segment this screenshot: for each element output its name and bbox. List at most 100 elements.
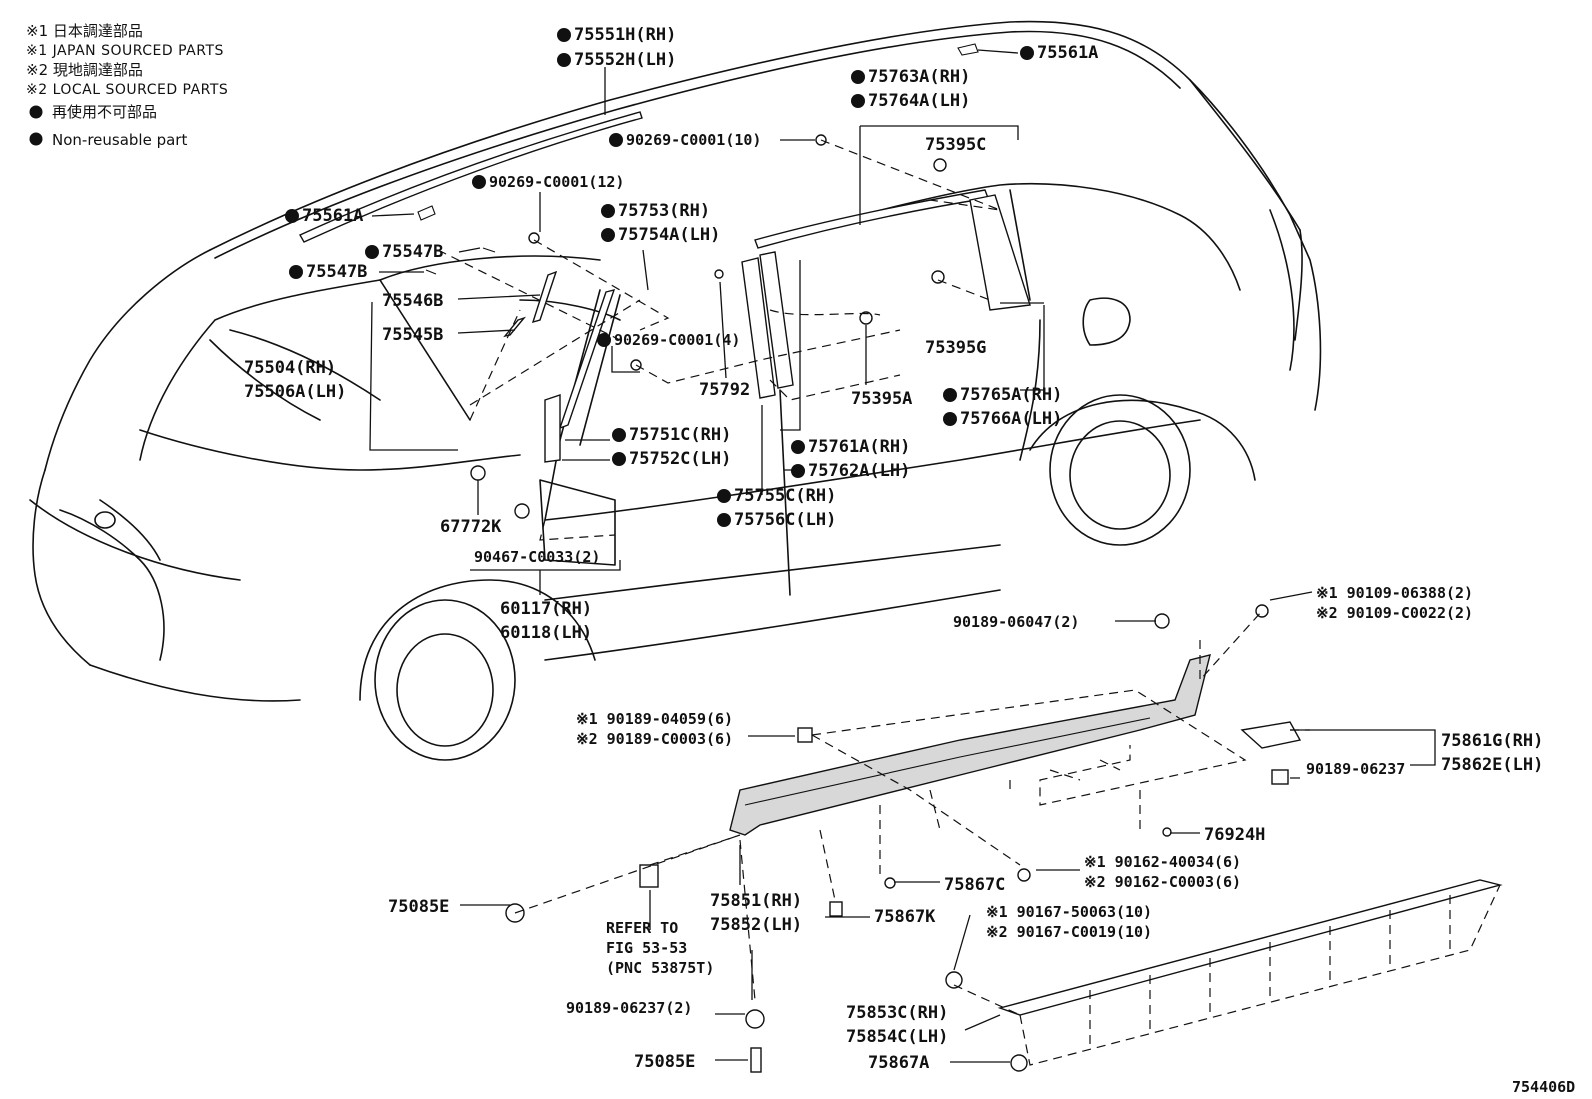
label-75853C: 75853C(RH)	[846, 1003, 948, 1023]
label-90189-06047: 90189-06047(2)	[953, 613, 1079, 631]
roof-end-cap-part	[957, 43, 979, 56]
refer-line-2: FIG 53-53	[606, 939, 687, 957]
label-75395A: 75395A	[851, 389, 912, 409]
non-reusable-dot-icon	[717, 513, 731, 527]
non-reusable-dot-icon	[791, 440, 805, 454]
label-90269-10: 90269-C0001(10)	[626, 131, 761, 149]
non-reusable-dot-icon	[612, 428, 626, 442]
non-reusable-dot-icon	[851, 70, 865, 84]
non-reusable-dot-icon	[472, 175, 486, 189]
label-75561A-top: 75561A	[1037, 43, 1098, 63]
bracket-part	[1240, 721, 1302, 749]
label-75504: 75504(RH)	[244, 358, 336, 378]
label-75751C: 75751C(RH)	[629, 425, 731, 445]
non-reusable-dot-icon	[851, 94, 865, 108]
label-75755C: 75755C(RH)	[734, 486, 836, 506]
non-reusable-dot-icon	[557, 28, 571, 42]
bolt-part	[750, 1047, 762, 1073]
label-90162-1: ※1 90162-40034(6)	[1084, 853, 1241, 871]
non-reusable-dot-icon	[285, 209, 299, 223]
screw-part	[945, 971, 963, 989]
label-75552H: 75552H(LH)	[574, 50, 676, 70]
label-75762A: 75762A(LH)	[808, 461, 910, 481]
non-reusable-dot-icon	[601, 228, 615, 242]
label-75085E-1: 75085E	[388, 897, 449, 917]
label-90189-06237-right: 90189-06237	[1306, 760, 1405, 778]
clip-part	[745, 1009, 765, 1029]
figure-code: 754406D	[1512, 1078, 1575, 1096]
rocker-panel-line	[744, 717, 1151, 806]
vehicle-outline	[29, 20, 1322, 761]
label-75547B-1: 75547B	[382, 242, 443, 262]
label-75852: 75852(LH)	[710, 915, 802, 935]
label-90109-2: ※2 90109-C0022(2)	[1316, 604, 1473, 622]
non-reusable-dot-icon	[597, 333, 611, 347]
non-reusable-dot-icon	[612, 452, 626, 466]
legend-line-2: ※1 JAPAN SOURCED PARTS	[26, 43, 224, 59]
window-frame-moulding-part	[754, 189, 989, 249]
pillar-garnish-part	[741, 257, 776, 399]
label-75545B: 75545B	[382, 325, 443, 345]
label-60118: 60118(LH)	[500, 623, 592, 643]
clip-part	[797, 727, 813, 743]
rocker-panel-part	[729, 654, 1211, 836]
label-75763A: 75763A(RH)	[868, 67, 970, 87]
delta-garnish-part	[544, 394, 561, 463]
label-90269-12: 90269-C0001(12)	[489, 173, 624, 191]
label-76924H: 76924H	[1204, 825, 1265, 845]
label-75756C: 75756C(LH)	[734, 510, 836, 530]
label-75395G: 75395G	[925, 338, 986, 358]
windshield-moulding-part	[531, 270, 558, 324]
clip-part	[714, 269, 724, 279]
non-reusable-dot-icon	[1020, 46, 1034, 60]
label-75761A: 75761A(RH)	[808, 437, 910, 457]
label-60117: 60117(RH)	[500, 599, 592, 619]
roof-moulding-part	[299, 111, 643, 243]
rocker-lower-moulding-dash	[1019, 884, 1501, 1066]
refer-line-3: (PNC 53875T)	[606, 959, 714, 977]
callout-dots	[285, 28, 1034, 527]
label-90162-2: ※2 90162-C0003(6)	[1084, 873, 1241, 891]
label-75792: 75792	[699, 380, 750, 400]
label-90189-04059: ※1 90189-04059(6)	[576, 710, 733, 728]
non-reusable-dot-icon	[609, 133, 623, 147]
part-labels: 75551H(RH) 75552H(LH) 75561A 75763A(RH) …	[244, 25, 1575, 1096]
rocker-lower-moulding-dash	[1089, 895, 1451, 1048]
legend-line-1: ※1 日本調達部品	[26, 22, 143, 40]
label-75547B-2: 75547B	[306, 262, 367, 282]
non-reusable-dot-icon	[365, 245, 379, 259]
pillar-garnish-part	[759, 251, 794, 389]
non-reusable-dot-icon	[289, 265, 303, 279]
leader-lines	[369, 49, 1436, 1063]
legend-line-4: ※2 LOCAL SOURCED PARTS	[26, 82, 228, 98]
non-reusable-dot-icon	[601, 204, 615, 218]
a-pillar-moulding-part	[558, 289, 616, 430]
label-75854C: 75854C(LH)	[846, 1027, 948, 1047]
clip-part	[859, 311, 873, 325]
non-reusable-dot-icon	[943, 388, 957, 402]
label-90167-1: ※1 90167-50063(10)	[986, 903, 1152, 921]
legend-line-3: ※2 現地調達部品	[26, 61, 143, 79]
rocker-lower-moulding-part	[997, 879, 1503, 1016]
label-75765A: 75765A(RH)	[960, 385, 1062, 405]
non-reusable-dot-icon	[29, 105, 43, 119]
clip-part	[1154, 613, 1170, 629]
clip-part	[639, 864, 659, 888]
non-reusable-dot-icon	[943, 412, 957, 426]
label-75764A: 75764A(LH)	[868, 91, 970, 111]
non-reusable-dot-icon	[29, 132, 43, 146]
clip-part	[470, 465, 486, 481]
label-75561A-left: 75561A	[302, 206, 363, 226]
label-75851: 75851(RH)	[710, 891, 802, 911]
label-75752C: 75752C(LH)	[629, 449, 731, 469]
non-reusable-dot-icon	[557, 53, 571, 67]
clip-part	[425, 247, 496, 275]
label-75867A: 75867A	[868, 1053, 929, 1073]
legend: ※1 日本調達部品 ※1 JAPAN SOURCED PARTS ※2 現地調達…	[26, 22, 228, 149]
clip-part	[933, 158, 947, 172]
clip-part	[1010, 1054, 1028, 1072]
assembly-dash-lines	[437, 139, 1310, 1016]
nut-part	[514, 503, 530, 519]
label-75506A: 75506A(LH)	[244, 382, 346, 402]
